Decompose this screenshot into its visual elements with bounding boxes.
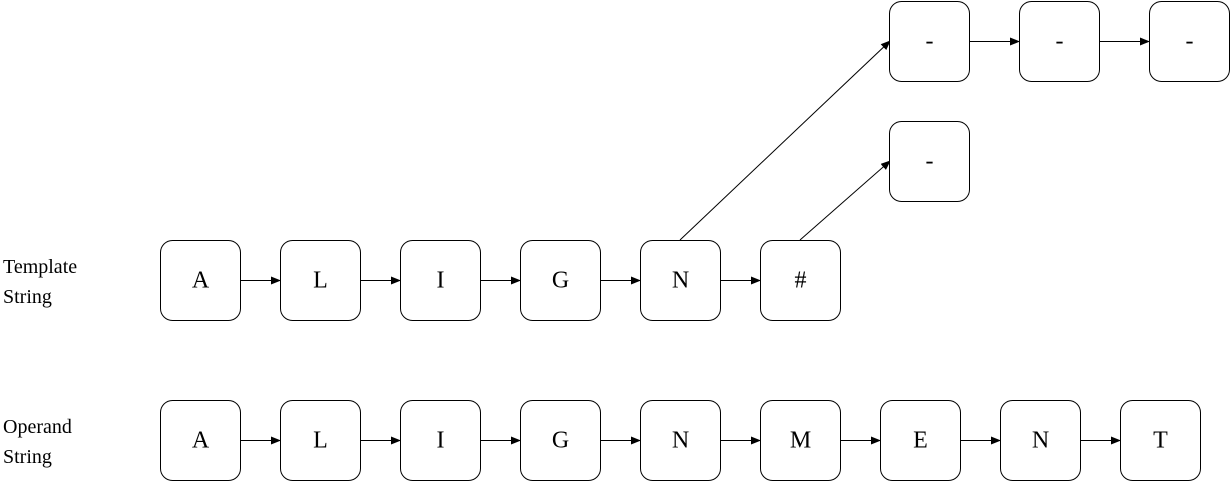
operand-node-9: T — [1120, 400, 1201, 481]
edges-layer — [240, 37, 1150, 445]
operand-node-2-char: L — [313, 428, 328, 454]
operand-node-3-char: I — [437, 428, 445, 454]
upper-branch-node-2-box — [1019, 1, 1100, 82]
template-node-3-box — [400, 240, 481, 321]
operand-node-6-char: M — [790, 428, 811, 454]
operand-node-1-char: A — [192, 428, 210, 454]
template-node-6-box — [760, 240, 841, 321]
template-node-3: I — [400, 240, 481, 321]
operand-node-8-char: N — [1032, 428, 1049, 454]
operand-node-4: G — [520, 400, 601, 481]
upper-branch-node-1-char: - — [926, 29, 934, 55]
template-node-2-char: L — [313, 268, 328, 294]
upper-branch-node-3-char: - — [1186, 29, 1194, 55]
operand-node-5-char: N — [672, 428, 689, 454]
template-node-3-char: I — [437, 268, 445, 294]
branch-edge-lower — [799, 160, 891, 241]
operand-node-7-char: E — [913, 428, 928, 454]
lower-branch-node-1: - — [889, 121, 970, 202]
upper-branch-node-2: - — [1019, 1, 1100, 82]
template-node-4: G — [520, 240, 601, 321]
upper-branch-node-1: - — [889, 1, 970, 82]
operand-node-6: M — [760, 400, 841, 481]
template-node-5: N — [640, 240, 721, 321]
lower-branch-node-1-char: - — [926, 149, 934, 175]
operand-node-5: N — [640, 400, 721, 481]
template-node-2-box — [280, 240, 361, 321]
operand-node-1: A — [160, 400, 241, 481]
template-node-6: # — [760, 240, 841, 321]
template-string-label: Template String — [3, 256, 78, 308]
template-node-4-box — [520, 240, 601, 321]
template-node-1: A — [160, 240, 241, 321]
operand-node-2: L — [280, 400, 361, 481]
upper-branch-node-3: - — [1149, 1, 1230, 82]
upper-branch-node-2-char: - — [1056, 29, 1064, 55]
template-node-6-char: # — [795, 268, 807, 294]
nodes-layer: A L I G N # A L I G N M E N T - - - - — [160, 1, 1230, 481]
upper-branch-node-1-box — [889, 1, 970, 82]
operand-node-4-char: G — [552, 428, 569, 454]
template-node-1-box — [160, 240, 241, 321]
branch-edge-upper — [679, 40, 891, 241]
operand-node-3: I — [400, 400, 481, 481]
operand-node-9-char: T — [1153, 428, 1168, 454]
template-node-5-char: N — [672, 268, 689, 294]
operand-node-8: N — [1000, 400, 1081, 481]
template-node-4-char: G — [552, 268, 569, 294]
template-node-1-char: A — [192, 268, 210, 294]
template-node-2: L — [280, 240, 361, 321]
operand-node-7: E — [880, 400, 961, 481]
template-node-5-box — [640, 240, 721, 321]
lower-branch-node-1-box — [889, 121, 970, 202]
operand-string-label: Operand String — [3, 416, 72, 468]
